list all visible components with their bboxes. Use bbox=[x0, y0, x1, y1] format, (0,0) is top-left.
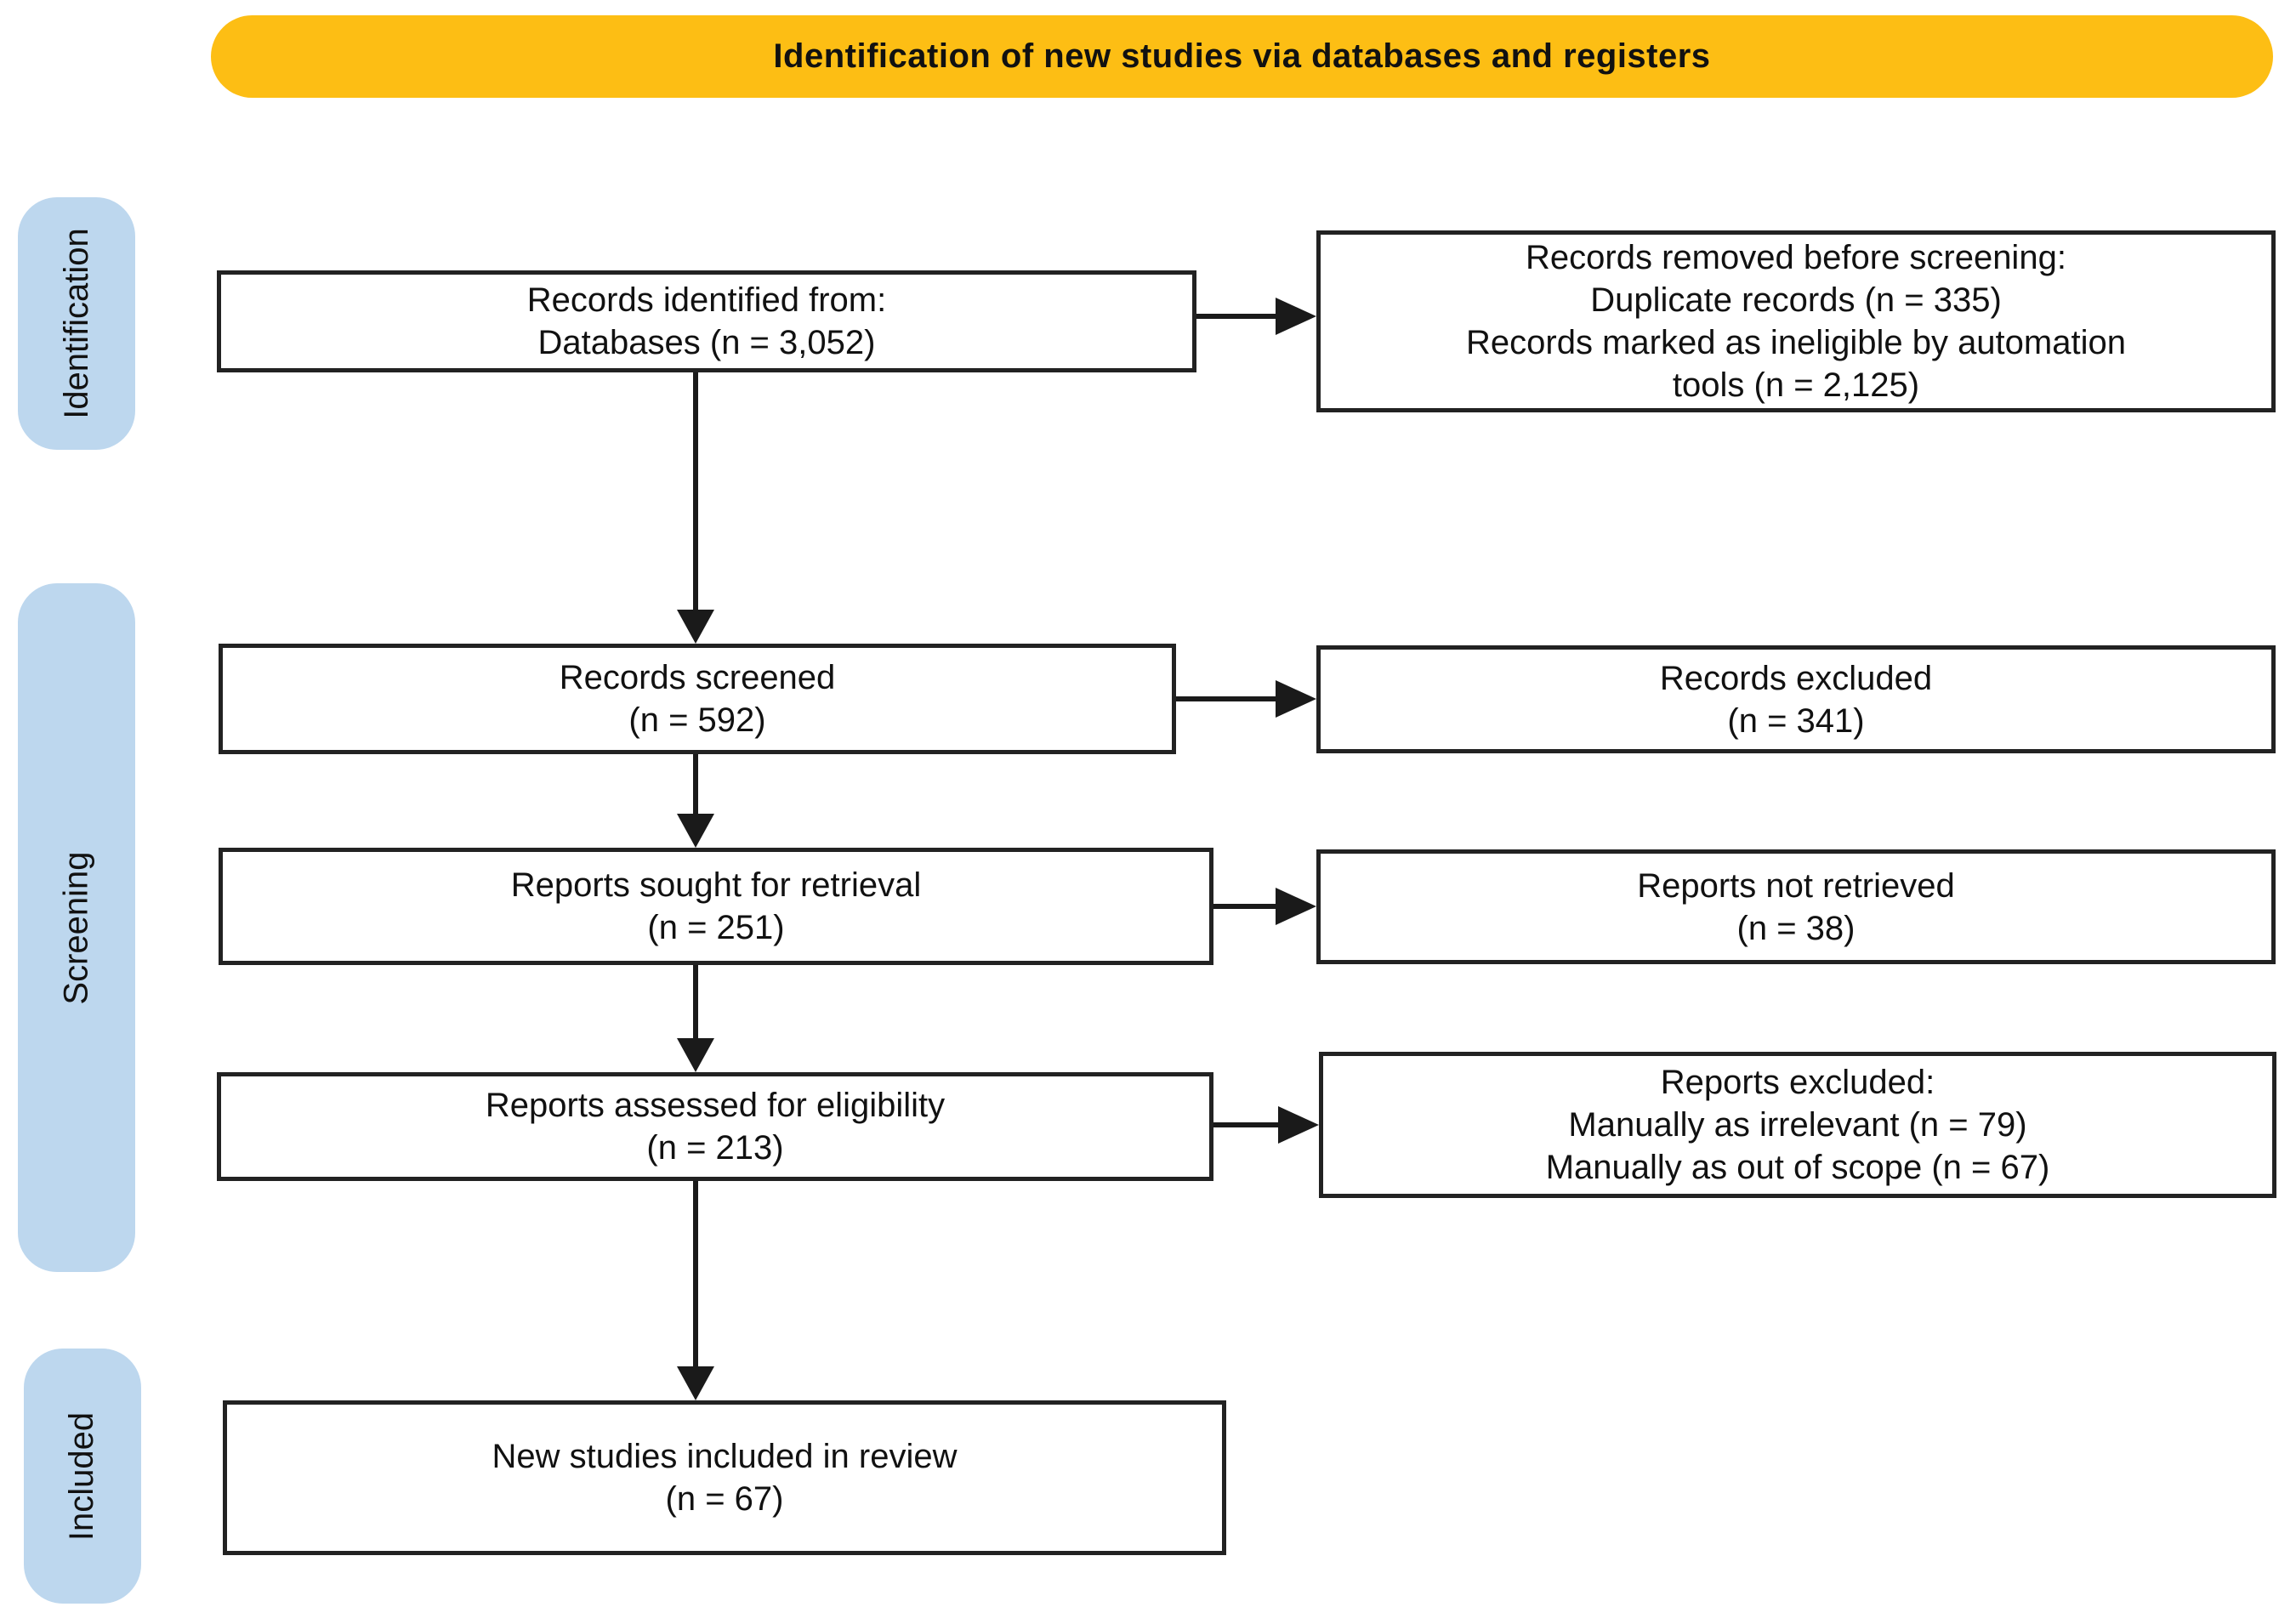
arrowhead-right-icon bbox=[1276, 298, 1316, 335]
stage-label-identification-text: Identification bbox=[57, 228, 95, 419]
box-line: Reports not retrieved bbox=[1637, 866, 1955, 905]
box-records-screened: Records screened (n = 592) bbox=[219, 644, 1176, 754]
stage-label-screening-text: Screening bbox=[57, 850, 95, 1005]
box-line: Records marked as ineligible by automati… bbox=[1466, 324, 2126, 361]
box-reports-excluded: Reports excluded: Manually as irrelevant… bbox=[1319, 1052, 2276, 1198]
box-line: Manually as irrelevant (n = 79) bbox=[1568, 1106, 2027, 1144]
box-line: Reports sought for retrieval bbox=[510, 866, 922, 904]
box-line: Records excluded bbox=[1659, 659, 1933, 697]
arrowhead-down-icon bbox=[677, 1038, 714, 1072]
box-line: Duplicate records (n = 335) bbox=[1590, 281, 2002, 319]
stage-label-included: Included bbox=[24, 1349, 141, 1604]
box-line: (n = 67) bbox=[665, 1480, 784, 1518]
box-reports-assessed: Reports assessed for eligibility (n = 21… bbox=[217, 1072, 1213, 1181]
box-reports-not-retrieved: Reports not retrieved (n = 38) bbox=[1316, 849, 2276, 964]
box-line: Records screened bbox=[559, 659, 836, 696]
connector-line-identified-to-screened bbox=[693, 372, 698, 610]
box-line: (n = 213) bbox=[646, 1129, 784, 1167]
arrowhead-down-icon bbox=[677, 610, 714, 644]
box-line: Records removed before screening: bbox=[1526, 239, 2066, 276]
box-records-excluded: Records excluded (n = 341) bbox=[1316, 645, 2276, 753]
box-line: Manually as out of scope (n = 67) bbox=[1545, 1149, 2050, 1186]
box-line: (n = 341) bbox=[1727, 701, 1865, 740]
box-line: (n = 251) bbox=[647, 909, 785, 946]
connector-line-sought-to-not-retrieved bbox=[1213, 904, 1276, 909]
banner-title: Identification of new studies via databa… bbox=[211, 15, 2273, 98]
arrowhead-down-icon bbox=[677, 1366, 714, 1400]
connector-line-screened-to-sought bbox=[693, 754, 698, 814]
box-line: Records identified from: bbox=[526, 281, 887, 319]
stage-label-included-text: Included bbox=[63, 1411, 101, 1541]
stage-label-identification: Identification bbox=[18, 197, 135, 450]
box-line: Reports assessed for eligibility bbox=[485, 1087, 946, 1124]
box-reports-sought: Reports sought for retrieval (n = 251) bbox=[219, 848, 1213, 965]
box-line: (n = 38) bbox=[1736, 909, 1856, 947]
box-records-removed: Records removed before screening: Duplic… bbox=[1316, 230, 2276, 412]
box-studies-included: New studies included in review (n = 67) bbox=[223, 1400, 1226, 1555]
box-line: Databases (n = 3,052) bbox=[537, 324, 876, 361]
connector-line-assessed-to-reports-excluded bbox=[1213, 1122, 1278, 1127]
connector-line-identified-to-removed bbox=[1196, 314, 1276, 319]
box-line: (n = 592) bbox=[628, 701, 766, 739]
connector-line-assessed-to-included bbox=[693, 1181, 698, 1366]
box-records-identified: Records identified from: Databases (n = … bbox=[217, 270, 1196, 372]
arrowhead-down-icon bbox=[677, 814, 714, 848]
stage-label-screening: Screening bbox=[18, 583, 135, 1272]
arrowhead-right-icon bbox=[1276, 680, 1316, 718]
box-line: Reports excluded: bbox=[1660, 1064, 1935, 1101]
box-line: tools (n = 2,125) bbox=[1672, 366, 1920, 404]
arrowhead-right-icon bbox=[1278, 1106, 1319, 1144]
box-line: New studies included in review bbox=[492, 1438, 958, 1475]
connector-line-sought-to-assessed bbox=[693, 965, 698, 1038]
connector-line-screened-to-excluded bbox=[1176, 696, 1276, 701]
arrowhead-right-icon bbox=[1276, 888, 1316, 925]
